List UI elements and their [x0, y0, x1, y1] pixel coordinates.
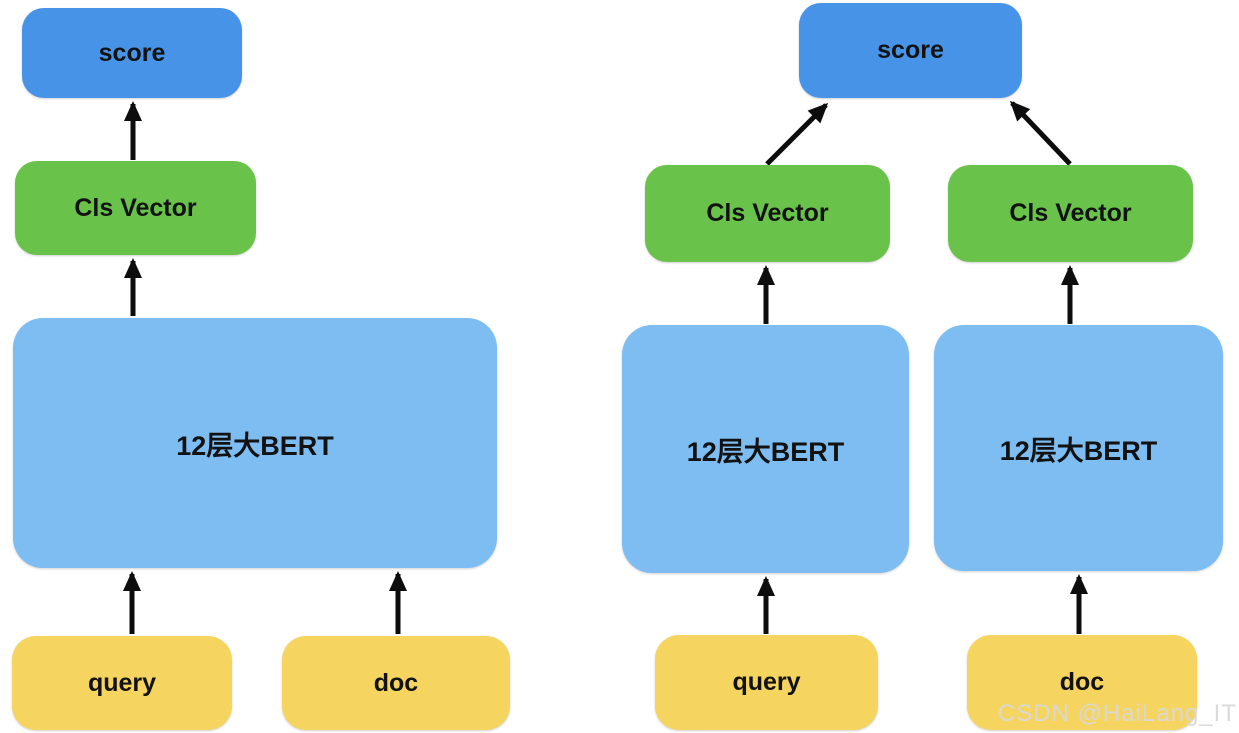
arrow-right-cls-right-to-score [1009, 100, 1072, 166]
right-doc-node: doc [967, 635, 1197, 730]
left-cls-vector-node: Cls Vector [15, 161, 256, 255]
right-query-node: query [655, 635, 878, 730]
right-cls-vector-right-node: Cls Vector [948, 165, 1193, 262]
csdn-watermark: CSDN @HaiLang_IT [997, 700, 1237, 727]
right-bert-left-node: 12层大BERT [622, 325, 909, 573]
right-bert-right-node: 12层大BERT [934, 325, 1223, 571]
left-score-node: score [22, 8, 242, 98]
left-bert-node: 12层大BERT [13, 318, 497, 568]
right-score-node: score [799, 3, 1022, 98]
right-cls-vector-left-node: Cls Vector [645, 165, 890, 262]
left-query-node: query [12, 636, 232, 730]
left-doc-node: doc [282, 636, 510, 730]
arrow-right-cls-left-to-score [765, 102, 829, 166]
